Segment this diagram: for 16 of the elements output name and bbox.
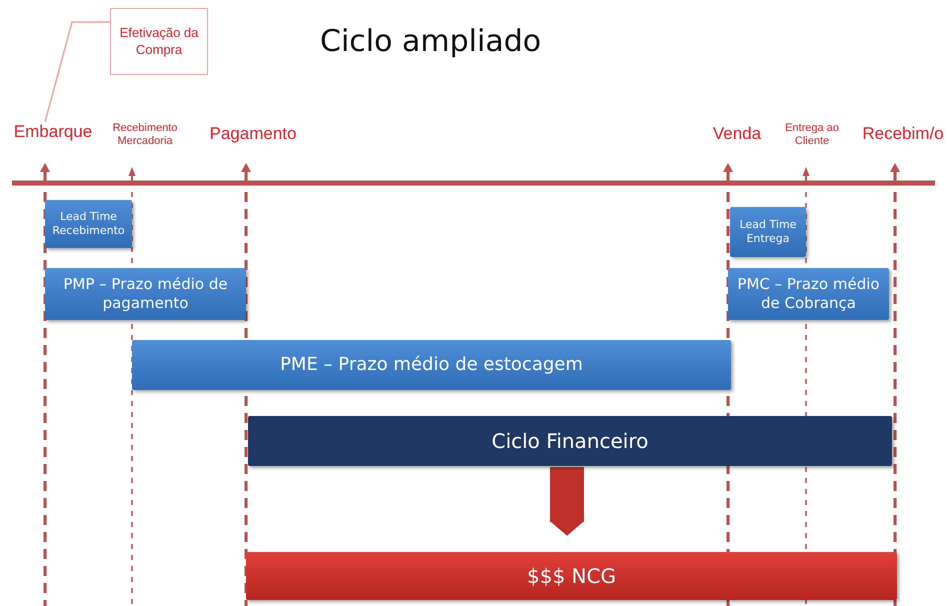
event-label: Entrega ao Cliente: [784, 122, 840, 148]
duration-bar: PMP – Prazo médio de pagamento: [45, 268, 246, 320]
diagram-title: Ciclo ampliado: [320, 24, 542, 59]
cycle-bar: Ciclo Financeiro: [248, 416, 892, 466]
callout-box: Efetivação da Compra: [110, 8, 208, 75]
event-label: Recebimento Mercadoria: [112, 122, 178, 148]
result-bar: $$$ NCG: [246, 552, 897, 600]
leader-line: [44, 21, 110, 122]
block-arrow: [550, 467, 584, 536]
duration-bar: PMC – Prazo médio de Cobrança: [728, 268, 889, 320]
duration-bar: Lead Time Entrega: [730, 207, 806, 257]
event-label: Pagamento: [208, 124, 298, 144]
event-label: Embarque: [8, 122, 98, 144]
duration-bar: Lead Time Recebimento: [45, 200, 132, 248]
event-label: Recebim/o: [861, 124, 945, 144]
duration-bar: PME – Prazo médio de estocagem: [132, 340, 731, 390]
